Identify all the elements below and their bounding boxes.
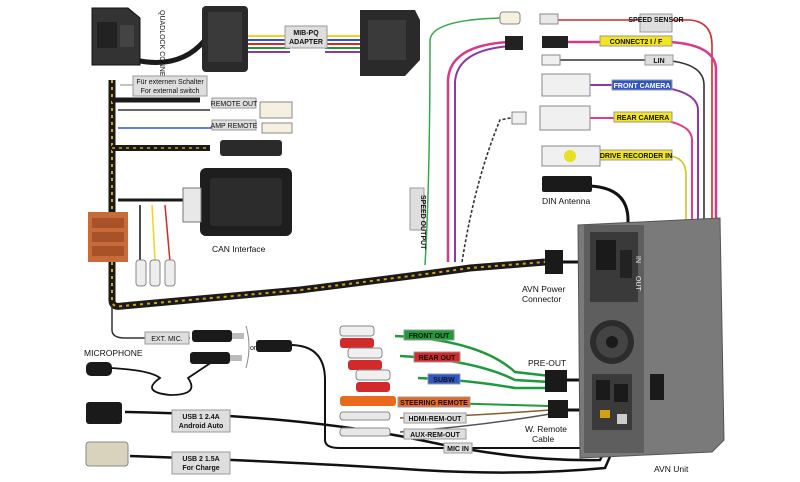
connect2-plug-left [505, 36, 523, 50]
front-camera-plug [541, 73, 591, 97]
din-antenna-plug [542, 176, 592, 192]
front-camera-label: FRONT CAMERA [614, 83, 671, 90]
rear-out-tag [413, 351, 461, 363]
microphone [86, 362, 112, 376]
mic-in-plug [256, 340, 292, 352]
external-switch-tag [132, 75, 208, 97]
speed-output-tag [409, 187, 425, 231]
remote-out-label: REMOTE OUT [211, 101, 258, 108]
can-interface-plug [182, 187, 202, 223]
usb2-connector [85, 441, 129, 467]
ext-mic-tag [144, 331, 190, 345]
ext-mic-plug-1 [192, 330, 232, 342]
ext-mic-label: EXT. MIC. [151, 336, 183, 343]
avn-unit: IN OUT [577, 217, 725, 459]
rear-camera-plug [539, 105, 591, 131]
quadlock-power-plug [88, 212, 128, 262]
quadlock-label: QUADLOCK CONNECTOR [158, 10, 165, 96]
avn-power-label-2: Connector [522, 294, 561, 304]
microphone-label: MICROPHONE [84, 348, 143, 358]
mib-pq-right-connector [360, 10, 420, 76]
steering-remote-plug [340, 396, 396, 406]
avn-power-label-1: AVN Power [522, 284, 565, 294]
usb1-label-1: USB 1 2.4A [182, 414, 219, 421]
speed-sensor-tag [639, 13, 673, 33]
steering-remote-tag [397, 396, 471, 408]
bullet-connector-1 [135, 259, 147, 287]
main-harness [108, 80, 546, 310]
hdmi-rem-out-tag [403, 412, 467, 424]
aux-rem-out-label: AUX-REM-OUT [410, 432, 460, 439]
din-antenna-label: DIN Antenna [542, 196, 590, 206]
mic-in-label: MIC IN [447, 446, 469, 453]
quadlock-connector [91, 7, 141, 66]
lin-label: LIN [653, 58, 664, 65]
hdmi-rem-out-plug [339, 411, 391, 421]
switch-de-label: Für externen Schalter [136, 79, 204, 86]
bullet-connector-3 [164, 259, 176, 287]
usb1-label-2: Android Auto [179, 423, 223, 430]
usb1-connector [86, 402, 122, 424]
mib-pq-tag [284, 25, 328, 49]
rear-out-rca [347, 347, 383, 370]
quadlock-to-adapter-bundle [134, 35, 360, 65]
w-remote-connector [548, 400, 568, 418]
lin-plug [541, 54, 561, 66]
remote-out-connector [259, 101, 293, 119]
w-remote-label-2: Cable [532, 434, 554, 444]
avn-unit-label: AVN Unit [654, 464, 689, 474]
switch-en-label: For external switch [141, 88, 200, 95]
mic-in-tag [443, 442, 473, 454]
connect2-tag [599, 35, 673, 47]
drive-recorder-tag [599, 149, 673, 161]
drive-recorder-label: DRIVE RECORDER IN [600, 153, 672, 160]
pre-out-label: PRE-OUT [528, 358, 566, 368]
rear-camera-label: REAR CAMERA [617, 115, 670, 122]
speed-sensor-bullet [499, 11, 521, 25]
connect2-label: CONNECT2 I / F [610, 39, 663, 46]
small-white-connector [511, 111, 527, 125]
or-label: or [250, 345, 257, 352]
amp-remote-label: AMP REMOTE [211, 123, 258, 130]
front-out-rca [339, 325, 375, 348]
front-camera-tag [611, 79, 673, 91]
speed-sensor-plug [539, 13, 559, 25]
can-interface-label: CAN Interface [212, 244, 266, 254]
rear-out-label: REAR OUT [419, 355, 456, 362]
ext-mic-plug-2 [190, 352, 230, 364]
w-remote-label-1: W. Remote [525, 424, 567, 434]
usb2-tag [171, 451, 231, 475]
bullet-connector-2 [149, 259, 161, 287]
subw-tag [427, 373, 461, 385]
adapter-label: ADAPTER [289, 39, 323, 46]
rear-camera-tag [613, 111, 673, 123]
avn-power-connector-plug [545, 250, 563, 274]
mib-pq-left-connector [202, 6, 248, 72]
usb1-tag [171, 409, 231, 433]
inline-module [220, 140, 282, 156]
front-out-tag [403, 329, 455, 341]
usb2-label-2: For Charge [182, 465, 219, 472]
lin-tag [644, 54, 674, 66]
aux-rem-out-plug [339, 427, 391, 437]
speed-output-label: SPEED OUTPUT [419, 195, 426, 250]
port-in-label: IN [634, 256, 641, 263]
subw-label: SUBW [433, 377, 455, 384]
hdmi-rem-out-label: HDMI-REM-OUT [409, 416, 463, 423]
front-out-label: FRONT OUT [409, 333, 451, 340]
mib-pq-label: MIB-PQ [293, 30, 319, 37]
remote-out-tag [211, 97, 257, 109]
steering-remote-label: STEERING REMOTE [400, 400, 468, 407]
subw-rca [355, 369, 391, 392]
port-out-label: OUT [634, 276, 641, 292]
amp-remote-tag [211, 119, 257, 131]
connect2-plug-right [542, 36, 568, 48]
amp-remote-connector [261, 122, 293, 134]
usb2-label-1: USB 2 1.5A [182, 456, 219, 463]
speed-label: SPEED SENSOR [628, 17, 683, 24]
pre-out-connector [545, 370, 567, 392]
aux-rem-out-tag [403, 428, 467, 440]
